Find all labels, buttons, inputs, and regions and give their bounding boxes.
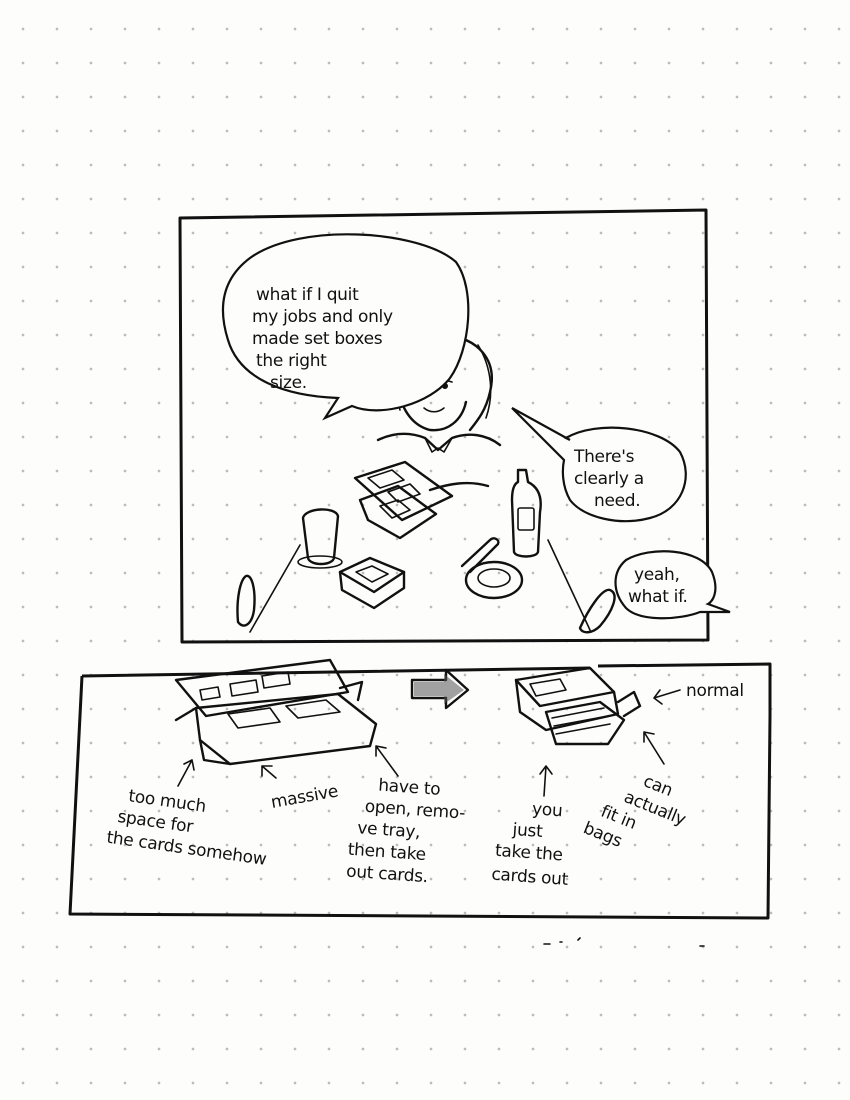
bubble-bottom-line-1: yeah, [634,565,680,585]
glass-drawing [297,508,343,569]
small-game-box-drawing [514,666,642,746]
dish-drawing [460,537,524,600]
label-have-to: have to open, remo- ve tray, then take o… [346,774,473,890]
bottom-panel: normal massive too much space for the ca… [68,658,772,920]
top-panel-frame [178,208,710,644]
svg-text:yeah, what if.: yeah, what if. [628,565,688,607]
right-hand-drawing [578,588,616,634]
svg-text:what if I quit my jobs: what if I quit my jobs and only made set… [252,285,398,393]
label-can-fit: can actually fit in bags [580,757,701,873]
label-you-just: you just take the cards out [491,797,574,890]
card-deck-drawing [338,556,406,610]
pointer-arrow-can-fit [643,731,665,765]
svg-text:There's clearly a: There's clearly a need. [573,447,649,511]
bubble-left-line-2: my jobs and only [252,307,393,327]
bubble-right-line-3: need. [594,491,640,511]
top-panel: what if I quit my jobs and only made set… [178,208,731,644]
speech-bubble-bottom: yeah, what if. [614,550,731,620]
speech-bubble-left: what if I quit my jobs and only made set… [221,233,470,421]
stray-marks [543,937,705,947]
bottle-drawing [510,468,542,558]
game-box-on-table [353,460,490,540]
bubble-left-line-5: size. [270,373,307,393]
bubble-bottom-line-2: what if. [628,587,688,607]
big-game-box-drawing [174,658,378,766]
pointer-arrow-massive [261,765,277,779]
pointer-arrow-normal [653,689,681,705]
table-edge [249,539,591,633]
bubble-left-line-1: what if I quit [256,285,359,305]
label-too-much: too much space for the cards somehow [105,784,274,870]
speech-bubble-right: There's clearly a need. [511,407,687,523]
right-arrow-icon [410,668,470,710]
pointer-arrow-you-just [539,765,553,797]
label-massive: massive [269,781,339,812]
bubble-left-line-4: the right [256,351,327,371]
bubble-right-line-2: clearly a [574,469,644,489]
left-hand-drawing [236,574,256,627]
pointer-arrow-have-to [375,745,399,777]
label-normal: normal [686,681,744,701]
pointer-arrow-too-much [177,759,195,787]
bubble-left-line-3: made set boxes [252,329,383,349]
bubble-right-line-1: There's [573,447,635,467]
